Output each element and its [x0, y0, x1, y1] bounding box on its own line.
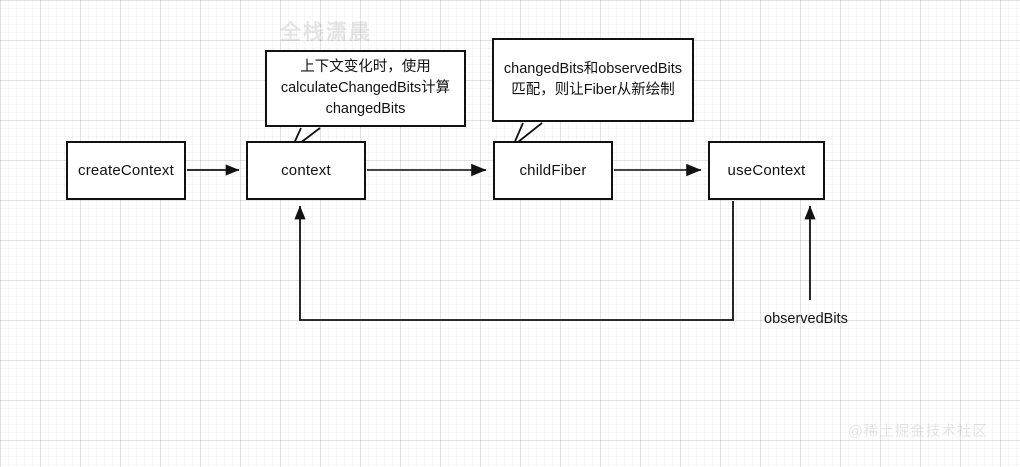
callout-changed-bits: 上下文变化时，使用 calculateChangedBits计算 changed… — [265, 50, 466, 127]
callout-changed-bits-line-1: 上下文变化时，使用 — [300, 58, 431, 75]
node-create-context-label: createContext — [78, 162, 174, 179]
edge-label-observed-bits: observedBits — [764, 311, 848, 327]
callout-changed-bits-line-2: calculateChangedBits计算 — [280, 79, 451, 96]
node-context-label: context — [281, 162, 331, 179]
callout-observed-bits-match: changedBits和observedBits 匹配，则让Fiber从新绘制 — [492, 38, 694, 122]
edge-usecontext-feedback-to-context — [294, 201, 734, 321]
node-create-context[interactable]: createContext — [66, 141, 186, 200]
callout-observed-bits-match-line-2: 匹配，则让Fiber从新绘制 — [511, 82, 675, 98]
node-use-context-label: useContext — [727, 162, 806, 179]
node-context[interactable]: context — [246, 141, 366, 200]
callout-observed-bits-match-line-1: changedBits和observedBits — [503, 60, 683, 77]
node-use-context[interactable]: useContext — [708, 141, 825, 200]
node-child-fiber[interactable]: childFiber — [493, 141, 613, 200]
node-child-fiber-label: childFiber — [519, 162, 587, 179]
callout-changed-bits-line-3: changedBits — [325, 101, 406, 117]
